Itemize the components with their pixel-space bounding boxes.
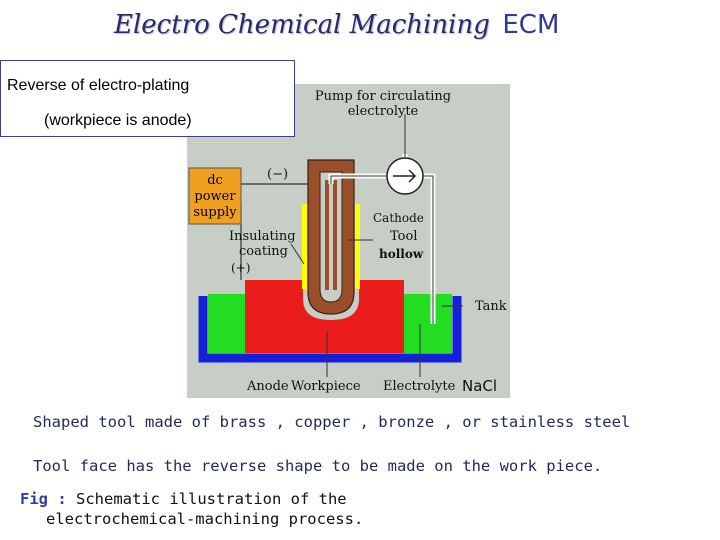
caption-line-2: electrochemical-machining process. <box>46 510 364 528</box>
slide-title: Electro Chemical Machining ECM <box>114 10 559 40</box>
figure-caption: Fig : Schematic illustration of the elec… <box>20 489 363 529</box>
anode-label: Anode <box>246 379 289 394</box>
workpiece-label: Workpiece <box>291 379 361 394</box>
nacl-label: NaCl <box>462 377 497 395</box>
pump-label-1: Pump for circulating <box>315 89 451 104</box>
dc-power-supply <box>188 167 242 225</box>
title-main: Electro Chemical Machining <box>114 10 490 40</box>
insulating-coating-left <box>302 204 307 289</box>
callout-line-2: (workpiece is anode) <box>44 112 192 129</box>
dc-label-2: power <box>194 189 236 204</box>
insulating-leader <box>290 243 305 265</box>
tool-inner-tube-right <box>333 180 337 290</box>
pos-terminal-label: (+) <box>231 261 250 275</box>
insulating-label-1: Insulating <box>229 229 296 244</box>
pump-arrow <box>393 169 417 183</box>
dc-label-1: dc <box>207 173 223 188</box>
callout-line-1: Reverse of electro-plating <box>7 77 190 94</box>
neg-terminal-label: (−) <box>267 167 288 182</box>
ecm-schematic: dc power supply Pump for circulating ele… <box>187 84 510 398</box>
title-abbreviation: ECM <box>502 10 560 40</box>
callout-box: Reverse of electro-plating (workpiece is… <box>0 60 295 137</box>
tool-hollow-bore <box>319 171 343 303</box>
electrolyte-right <box>404 294 452 353</box>
tool-material-text: Shaped tool made of brass , copper , bro… <box>33 413 631 431</box>
insulating-coating-right <box>355 204 360 289</box>
dc-label-3: supply <box>193 205 237 220</box>
tool-face-text: Tool face has the reverse shape to be ma… <box>33 457 603 475</box>
pump-label-2: electrolyte <box>348 104 419 119</box>
tool-inner-tube-left <box>325 180 329 290</box>
cathode-label-2: Tool <box>390 229 417 244</box>
caption-line-1: Schematic illustration of the <box>76 490 347 508</box>
figure-label: Fig : <box>20 490 67 508</box>
cathode-label-3: hollow <box>379 247 424 261</box>
tank-label: Tank <box>475 299 507 314</box>
cathode-label-1: Cathode <box>373 211 424 225</box>
insulating-label-2: coating <box>239 244 288 259</box>
electrolyte-left <box>208 294 245 353</box>
tank-wall <box>198 296 462 363</box>
electrolyte-label: Electrolyte <box>383 379 456 394</box>
